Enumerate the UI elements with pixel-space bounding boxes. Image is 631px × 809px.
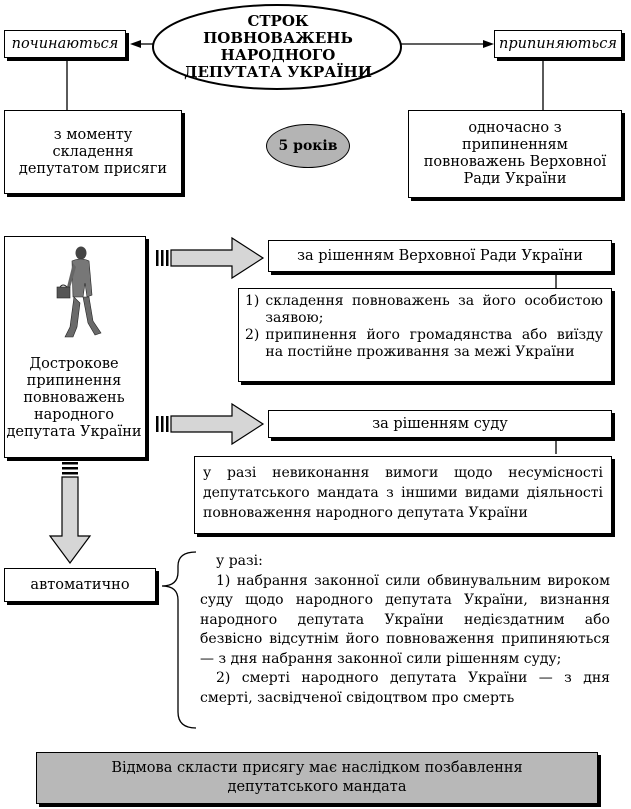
term-text: 5 років: [278, 138, 338, 154]
by-court-box: за рішенням суду: [268, 410, 612, 438]
automatic-cases: у разі: 1) набрання законної сили обвину…: [200, 552, 610, 742]
term-badge: 5 років: [266, 124, 350, 168]
starts-label: починаються: [11, 35, 119, 52]
starts-detail-box: з моменту складення депутатом присяги: [4, 110, 182, 194]
parliament-ground-1: 1) складення повноважень за його особист…: [245, 293, 603, 327]
early-termination-box: Дострокове припинення повноважень народн…: [4, 236, 146, 458]
by-parliament-box: за рішенням Верховної Ради України: [268, 240, 612, 272]
automatic-case-1: 1) набрання законної сили обвинувальним …: [200, 572, 610, 667]
automatic-intro: у разі:: [216, 553, 263, 569]
parliament-ground-2: 2) припинення його громадянства або виїз…: [245, 327, 603, 361]
ends-label: припиняються: [499, 35, 617, 52]
automatic-box: автоматично: [4, 568, 156, 602]
big-arrow-automatic: [48, 462, 92, 565]
by-court-label: за рішенням суду: [372, 415, 508, 432]
early-label: Дострокове припинення повноважень народн…: [6, 355, 142, 440]
big-arrow-parliament: [156, 236, 265, 280]
brace-automatic: [161, 551, 197, 729]
by-parliament-label: за рішенням Верховної Ради України: [297, 247, 583, 264]
ground-number: 1): [245, 293, 260, 309]
ground-text: складення повноважень за його особистою …: [265, 293, 603, 326]
footer-box: Відмова скласти присягу має наслідком по…: [36, 752, 598, 804]
ends-label-box: припиняються: [494, 30, 622, 58]
title-ellipse: [152, 4, 402, 90]
starts-detail: з моменту складення депутатом присяги: [18, 126, 168, 177]
ground-text: припинення його громадянства або виїзду …: [265, 327, 603, 360]
starts-label-box: починаються: [4, 30, 126, 58]
court-ground-text: у разі невиконання вимоги щодо несумісно…: [203, 465, 603, 521]
big-arrow-court: [156, 402, 265, 446]
page-title-text: СТРОК ПОВНОВАЖЕНЬ НАРОДНОГО ДЕПУТАТА УКР…: [184, 12, 372, 81]
court-ground-box: у разі невиконання вимоги щодо несумісно…: [194, 456, 612, 534]
page-title: СТРОК ПОВНОВАЖЕНЬ НАРОДНОГО ДЕПУТАТА УКР…: [180, 12, 376, 82]
ends-detail-box: одночасно з припиненням повноважень Верх…: [408, 110, 622, 198]
ground-number: 2): [245, 327, 260, 343]
ends-detail: одночасно з припиненням повноважень Верх…: [423, 120, 607, 187]
arrowhead-starts: [130, 40, 141, 48]
early-label-wrap: Дострокове припинення повноважень народн…: [5, 341, 143, 455]
arrowhead-ends: [483, 40, 494, 48]
parliament-grounds-box: 1) складення повноважень за його особист…: [238, 288, 612, 382]
walking-man-icon: [56, 246, 102, 338]
automatic-case-2: 2) смерті народного депутата України — з…: [200, 670, 610, 706]
footer-text: Відмова скласти присягу має наслідком по…: [111, 760, 523, 795]
automatic-label: автоматично: [30, 576, 130, 593]
